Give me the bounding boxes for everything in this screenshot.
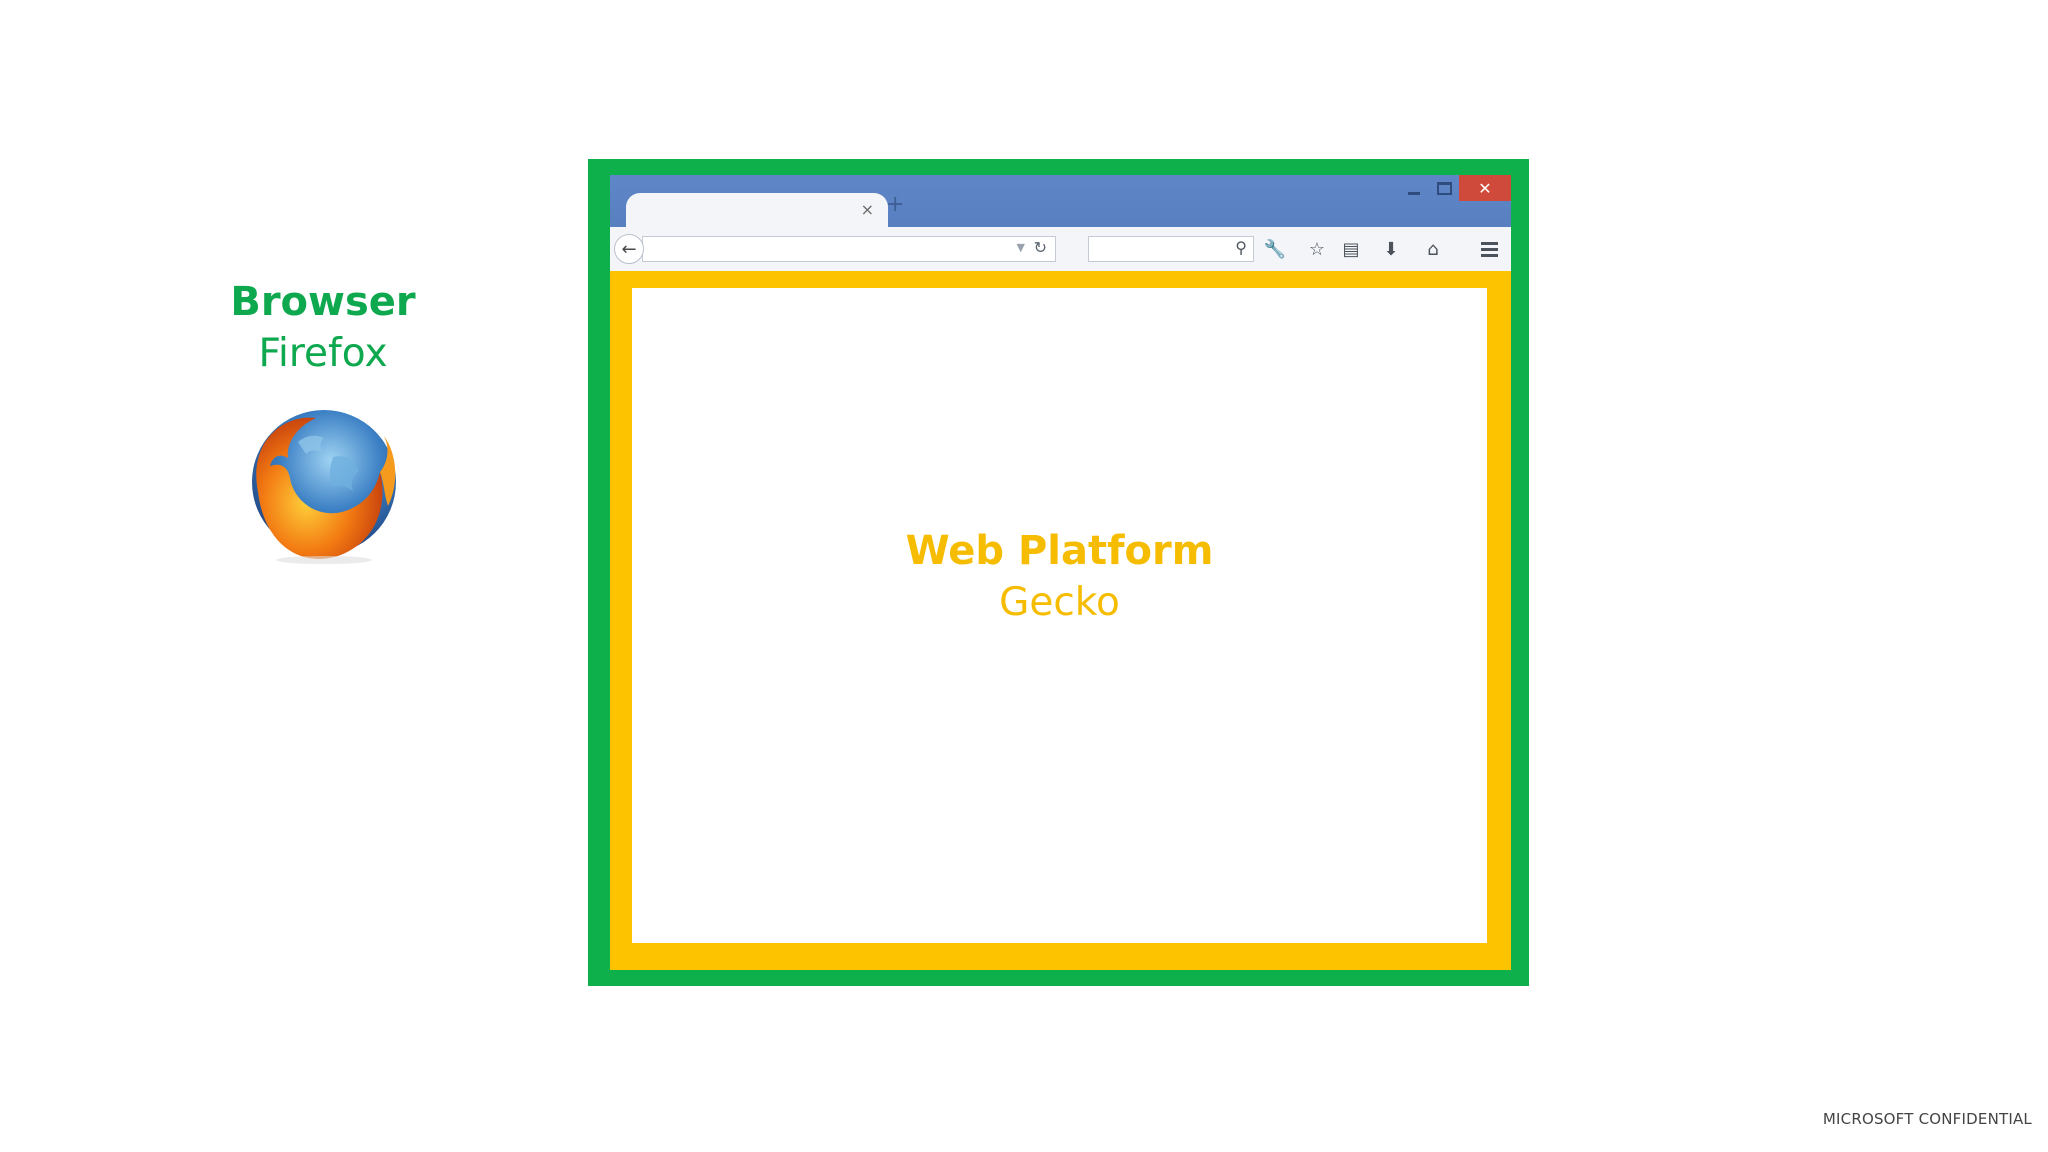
maximize-icon[interactable] [1429,175,1459,201]
tab-close-icon[interactable]: × [860,200,874,219]
firefox-logo-icon [252,410,396,564]
search-icon[interactable]: ⚲ [1235,238,1247,257]
navigation-toolbar: ▼ ↻ ← ⚲ 🔧 ☆ ▤ ⬇ ⌂ [610,227,1511,271]
clipboard-icon[interactable]: ▤ [1342,238,1360,260]
browser-caption-title: Browser [230,279,416,325]
url-dropdown-icon[interactable]: ▼ [1016,241,1025,254]
title-bar: × + ✕ [610,175,1511,231]
back-icon[interactable]: ← [614,234,644,264]
platform-subtitle: Gecko [999,580,1120,625]
minimize-icon[interactable] [1399,175,1429,201]
bookmark-star-icon[interactable]: ☆ [1308,238,1326,260]
browser-caption: Browser Firefox [190,276,456,380]
content-area: Web Platform Gecko [632,288,1487,943]
download-icon[interactable]: ⬇ [1383,238,1399,260]
home-icon[interactable]: ⌂ [1427,238,1439,260]
platform-label: Web Platform Gecko [632,525,1487,629]
web-platform-layer: Web Platform Gecko [610,271,1511,970]
new-tab-icon[interactable]: + [886,192,905,217]
window-controls: ✕ [1399,175,1511,201]
confidential-notice: MICROSOFT CONFIDENTIAL [1822,1110,2032,1128]
browser-tab[interactable]: × [626,193,888,231]
browser-caption-subtitle: Firefox [258,331,388,376]
reload-icon[interactable]: ↻ [1033,238,1047,257]
search-input[interactable]: ⚲ [1088,236,1254,262]
platform-title: Web Platform [905,528,1214,574]
menu-icon[interactable] [1476,236,1502,262]
window-close-icon[interactable]: ✕ [1459,175,1511,201]
browser-window: × + ✕ ▼ ↻ ← ⚲ 🔧 ☆ ▤ ⬇ ⌂ [610,175,1511,970]
wrench-icon[interactable]: 🔧 [1263,238,1287,260]
url-input[interactable]: ▼ ↻ [642,236,1056,262]
